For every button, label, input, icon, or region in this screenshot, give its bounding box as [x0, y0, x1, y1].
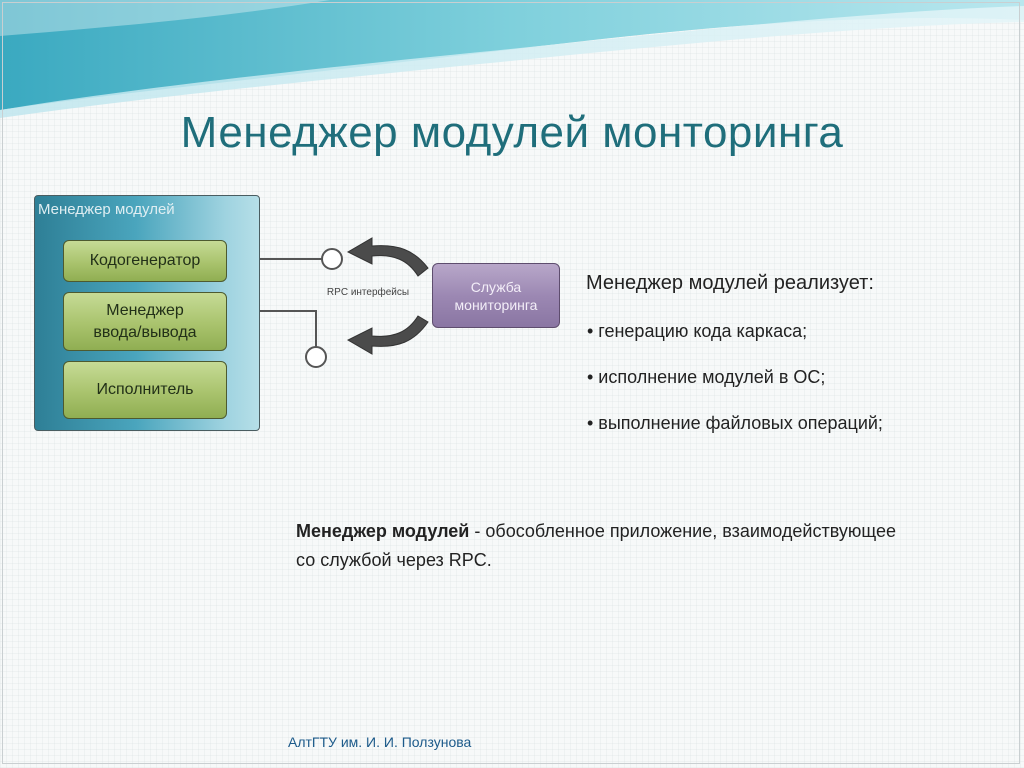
monitoring-service-box: Служба мониторинга [432, 263, 560, 328]
codegen-label: Кодогенератор [89, 252, 201, 269]
summary-bold-term: Менеджер модулей [296, 521, 470, 541]
slide-title: Менеджер модулей монторинга [180, 108, 844, 157]
rpc-interfaces-label: RPC интерфейсы [326, 287, 410, 298]
upper-rpc-socket [321, 248, 343, 270]
upper-curved-arrow [346, 237, 429, 277]
summary-text: - обособленное приложение, взаимодейству… [296, 521, 896, 570]
header-wave-decoration [0, 0, 1024, 118]
module-manager-label: Менеджер модулей [38, 201, 175, 218]
codegen-box: Кодогенератор [63, 240, 227, 282]
features-heading: Менеджер модулей реализует: [586, 272, 874, 294]
monitoring-service-label: Служба мониторинга [454, 278, 538, 313]
footer-institution: АлтГТУ им. И. И. Ползунова [288, 734, 472, 750]
executor-label: Исполнитель [96, 381, 194, 398]
io-manager-box: Менеджер ввода/вывода [63, 292, 227, 351]
feature-item: • генерацию кода каркаса; [587, 321, 808, 341]
lower-connector-line [260, 310, 317, 347]
lower-rpc-socket [305, 346, 327, 368]
executor-box: Исполнитель [63, 361, 227, 419]
feature-item: • исполнение модулей в ОС; [587, 367, 826, 387]
lower-curved-arrow [346, 315, 429, 355]
io-manager-label: Менеджер ввода/вывода [93, 301, 197, 341]
summary-paragraph: Менеджер модулей - обособленное приложен… [296, 517, 916, 575]
feature-item: • выполнение файловых операций; [587, 413, 883, 433]
